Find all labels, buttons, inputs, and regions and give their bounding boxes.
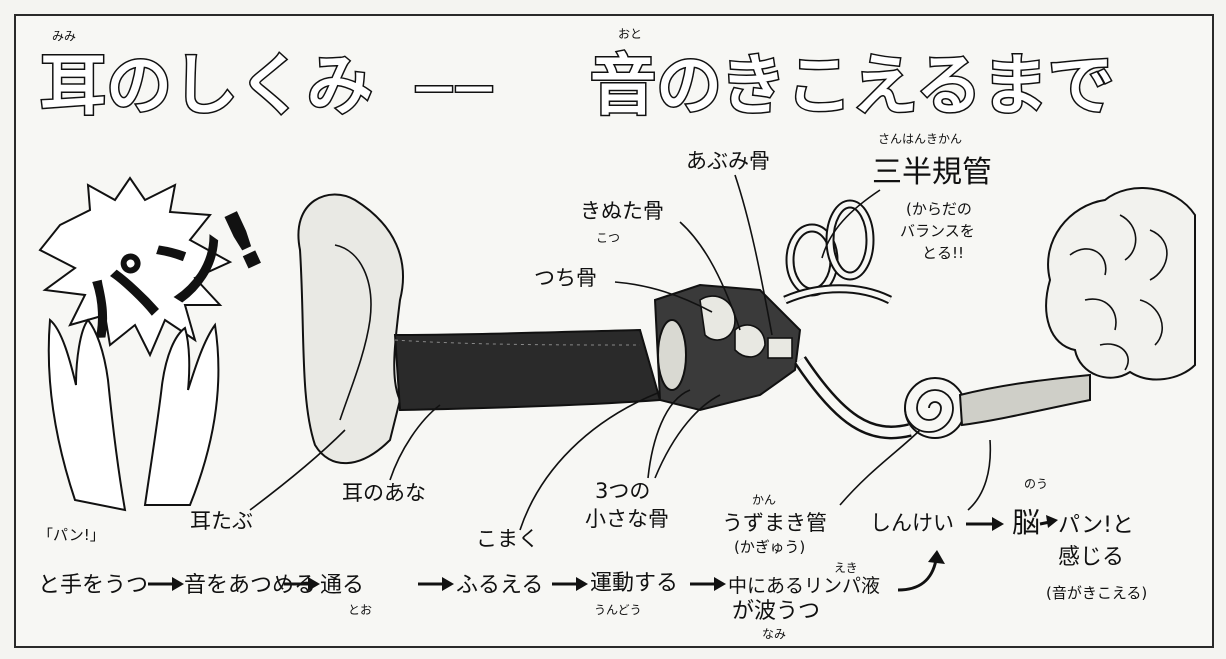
right-arrow-icon (966, 517, 1004, 531)
step-move: 運動する (590, 571, 678, 596)
title-ruby-left: みみ (52, 29, 76, 43)
label-earlobe: 耳たぶ (190, 509, 253, 533)
step-wave-ruby: なみ (762, 627, 786, 641)
right-arrow-icon (690, 577, 726, 591)
label-incus: きぬた骨 (580, 199, 664, 223)
label-brain-ruby: のう (1024, 477, 1048, 491)
title-ruby-right: おと (618, 27, 642, 41)
label-stapes: あぶみ骨 (686, 149, 770, 173)
label-cochlea-sub: (かぎゅう) (734, 538, 805, 556)
inner-ear-shape (783, 199, 1091, 440)
label-ossicles-1: 3つの (595, 479, 650, 503)
brain-icon (1045, 187, 1196, 381)
step-fluid-2: が波うつ (732, 599, 820, 624)
title-right: 音のきこえるまで (590, 47, 1114, 124)
label-malleus: つち骨 (534, 266, 597, 290)
middle-ear-shape (653, 283, 802, 412)
eardrum-shape (657, 319, 687, 391)
step-start-1: 「パン!」 (38, 526, 105, 544)
step-fluid-1: 中にあるリンパ液 (728, 575, 880, 597)
step-pass: 通る (320, 573, 364, 598)
step-feel-3: (音がきこえる) (1046, 584, 1147, 602)
right-arrow-icon (552, 577, 588, 591)
label-ossicles-2: 小さな骨 (585, 507, 669, 531)
label-cochlea-ruby: かん (752, 493, 776, 507)
curved-arrow-icon (897, 550, 945, 592)
label-semicircular-note-1: (からだの (906, 200, 972, 218)
label-nerve: しんけい (870, 511, 954, 535)
label-eardrum: こまく (476, 527, 539, 551)
label-malleus-ruby: こつ (596, 231, 620, 245)
step-move-ruby: うんどう (594, 603, 642, 617)
step-start-2: と手をうつ (38, 573, 148, 598)
title-left: 耳のしくみ (40, 47, 373, 124)
ear-icon (297, 193, 662, 465)
right-arrow-icon (284, 577, 320, 591)
right-arrow-icon (418, 577, 454, 591)
ear-canal-shape (393, 328, 662, 412)
nerve-shape (958, 373, 1091, 427)
label-cochlea: うずまき管 (722, 511, 827, 535)
step-pass-ruby: とお (348, 603, 372, 617)
label-brain: 脳 (1012, 506, 1040, 539)
step-fluid-ruby: えき (834, 561, 858, 575)
label-ear-canal: 耳のあな (342, 481, 426, 505)
label-semicircular-ruby: さんはんきかん (878, 132, 962, 146)
label-semicircular: 三半規管 (872, 155, 992, 190)
right-arrow-icon (1039, 515, 1058, 528)
label-semicircular-note-2: バランスを (900, 222, 975, 240)
step-feel-2: 感じる (1058, 545, 1124, 570)
right-arrow-icon (148, 577, 184, 591)
title-dash: —— (414, 64, 494, 110)
label-semicircular-note-3: とる!! (922, 244, 964, 262)
step-vibrate: ふるえる (456, 573, 543, 598)
clapping-hands-icon: パン! (38, 176, 279, 512)
step-feel-1: パン!と (1058, 513, 1134, 538)
